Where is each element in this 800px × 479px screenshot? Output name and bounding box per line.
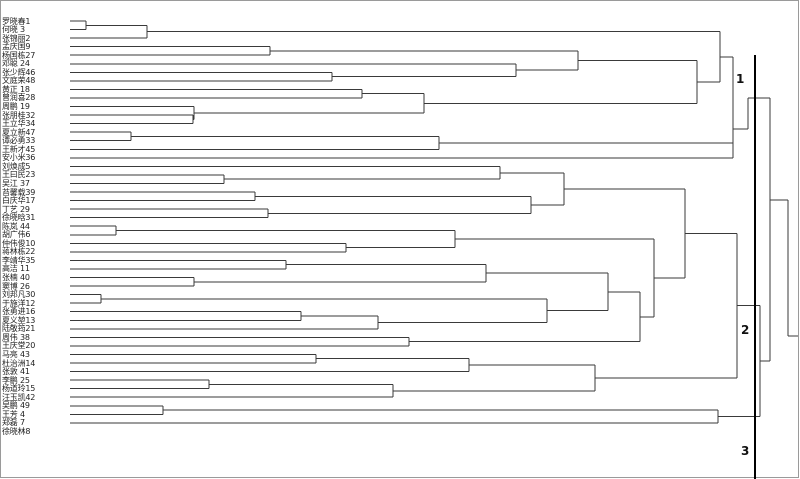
leaf-label: 周鹏 19 [2, 102, 30, 111]
leaf-label: 白庆华17 [2, 196, 36, 206]
leaf-label: 安小米36 [2, 153, 36, 163]
leaf-label: 汪玉凯42 [2, 392, 36, 402]
leaf-label: 夏义堃13 [2, 315, 36, 325]
leaf-label: 张锦丽2 [2, 33, 31, 43]
leaf-label: 王庆堂20 [2, 341, 36, 351]
leaf-label: 张朋桂32 [2, 110, 36, 120]
leaf-label: 孟庆国9 [2, 42, 31, 52]
leaf-label: 王新才45 [2, 144, 36, 154]
leaf-label: 曾润喜28 [2, 93, 36, 103]
leaf-label: 杨国栋27 [2, 50, 36, 60]
cluster-label-1: 1 [736, 72, 745, 86]
leaf-label: 王曰民23 [2, 170, 36, 180]
leaf-label: 吴江 37 [2, 178, 30, 188]
leaf-label: 陆敬筠21 [2, 324, 36, 334]
leaf-label: 黄正 18 [2, 84, 30, 94]
leaf-label: 高洁 11 [2, 264, 30, 274]
leaf-label: 王芳 4 [2, 409, 25, 419]
leaf-label: 苔馨载39 [2, 187, 36, 197]
leaf-label: 徐晓林8 [2, 426, 31, 436]
leaf-label: 谭必勇33 [2, 136, 36, 146]
leaf-label: 徐晓晗31 [2, 213, 36, 223]
leaf-label: 李鹏 25 [2, 375, 30, 385]
leaf-label: 罗晓春1 [2, 16, 31, 26]
leaf-label: 吴鹏 49 [2, 401, 30, 411]
leaf-label: 刘焕成5 [2, 161, 31, 171]
leaf-label: 杜治洲14 [2, 358, 36, 368]
leaf-label: 陈岚 44 [2, 221, 30, 231]
cluster-label-2: 2 [741, 323, 750, 337]
leaf-label: 张勇进16 [2, 307, 36, 317]
leaf-label: 张敦 41 [2, 367, 30, 377]
leaf-label: 刘邦凡30 [2, 290, 36, 300]
leaf-label: 夏立新47 [2, 127, 36, 137]
leaf-label: 杨道玲15 [2, 384, 36, 394]
leaf-label: 张少辉46 [2, 67, 36, 77]
cluster-label-3: 3 [741, 444, 750, 458]
leaf-label: 文庭荣48 [2, 76, 36, 86]
leaf-label: 马亮 43 [2, 349, 30, 359]
leaf-label: 蒋林栋22 [2, 247, 36, 257]
leaf-label: 郑磊 7 [2, 418, 25, 428]
leaf-label: 何晓 3 [2, 25, 25, 35]
leaf-label: 于施洋12 [2, 298, 36, 308]
leaf-label: 李靖华35 [2, 255, 36, 265]
leaf-label: 王立华34 [2, 119, 36, 129]
leaf-label: 周伟 38 [2, 332, 30, 342]
leaf-label: 丁艺 29 [2, 204, 30, 214]
leaf-label: 窦博 26 [2, 281, 30, 291]
leaf-label: 邓聪 24 [2, 59, 30, 69]
leaf-label: 胡广伟6 [2, 230, 31, 240]
leaf-label: 张楠 40 [2, 273, 30, 282]
leaf-label: 仲伟俊10 [2, 238, 36, 248]
